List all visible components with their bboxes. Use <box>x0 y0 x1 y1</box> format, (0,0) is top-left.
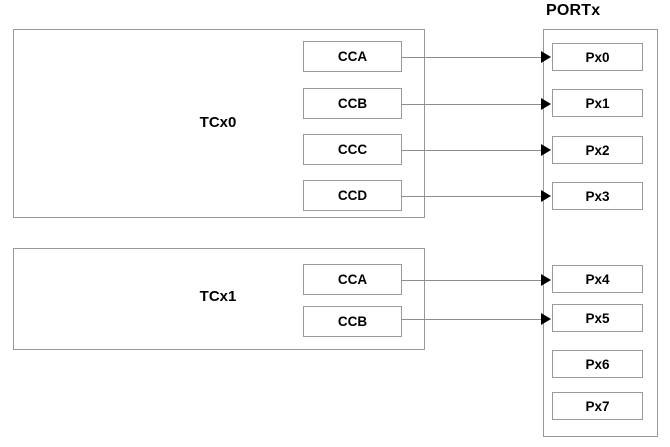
cc-box-tcx1-ccb[interactable]: CCB <box>303 306 402 337</box>
cc-box-tcx0-ccb[interactable]: CCB <box>303 88 402 119</box>
cc-box-tcx0-ccd[interactable]: CCD <box>303 180 402 211</box>
cc-box-tcx0-cca[interactable]: CCA <box>303 41 402 72</box>
arrow-icon-px0 <box>541 51 551 63</box>
connection-line-cca1-to-px4 <box>402 280 543 281</box>
pin-box-px3[interactable]: Px3 <box>552 182 643 210</box>
arrow-icon-px5 <box>541 313 551 325</box>
pin-box-px2[interactable]: Px2 <box>552 136 643 164</box>
connection-line-cca0-to-px0 <box>402 57 543 58</box>
connection-line-ccc0-to-px2 <box>402 150 543 151</box>
pin-box-px0[interactable]: Px0 <box>552 43 643 71</box>
module-tcx0-label: TCx0 <box>199 114 237 131</box>
portx-title: PORTx <box>546 2 601 19</box>
connection-line-ccb1-to-px5 <box>402 319 543 320</box>
pin-box-px7[interactable]: Px7 <box>552 392 643 420</box>
arrow-icon-px2 <box>541 144 551 156</box>
pin-box-px5[interactable]: Px5 <box>552 304 643 332</box>
connection-line-ccd0-to-px3 <box>402 196 543 197</box>
connection-line-ccb0-to-px1 <box>402 104 543 105</box>
pin-box-px4[interactable]: Px4 <box>552 265 643 293</box>
pin-box-px1[interactable]: Px1 <box>552 89 643 117</box>
arrow-icon-px4 <box>541 274 551 286</box>
cc-box-tcx1-cca[interactable]: CCA <box>303 264 402 295</box>
pin-box-px6[interactable]: Px6 <box>552 350 643 378</box>
module-tcx1-label: TCx1 <box>199 288 237 305</box>
arrow-icon-px3 <box>541 190 551 202</box>
cc-box-tcx0-ccc[interactable]: CCC <box>303 134 402 165</box>
arrow-icon-px1 <box>541 98 551 110</box>
